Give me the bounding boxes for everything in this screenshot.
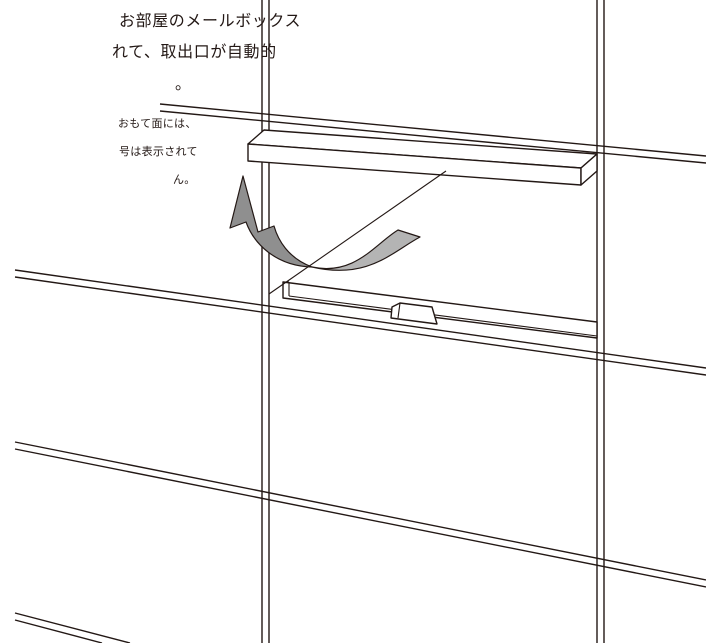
horizontal-panel-joints — [14, 103, 706, 643]
raised-flap — [247, 129, 598, 186]
caption-main-line: お部屋のメールボックス — [119, 11, 302, 30]
caption-note-line: 号は表示されて — [119, 145, 198, 158]
flap-guide-line — [268, 170, 447, 295]
mailbox-slot — [282, 281, 598, 339]
caption-main-line: 。 — [175, 74, 192, 93]
caption-note-line: おもて面には、 — [118, 117, 197, 130]
caption-note-line: ん。 — [173, 173, 196, 186]
opening-arrow — [229, 175, 421, 271]
caption-main-line: れて、取出口が自動的 — [112, 42, 277, 61]
